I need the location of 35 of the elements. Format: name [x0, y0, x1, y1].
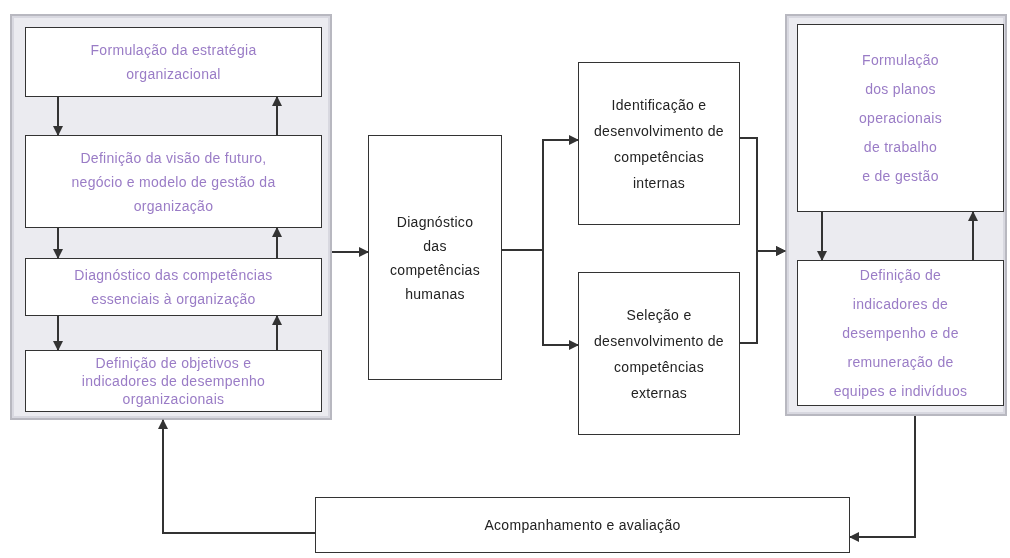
- group-panel: [10, 14, 332, 420]
- arrow: [817, 211, 827, 261]
- arrow: [501, 249, 579, 350]
- arrow: [158, 419, 316, 534]
- process-box: [578, 62, 740, 225]
- arrow: [272, 315, 282, 351]
- process-box: [368, 135, 502, 380]
- arrow: [968, 211, 978, 261]
- box-label: Formulação da estratégia organizacional: [89, 41, 258, 84]
- box-label: Formulação dos planos operacionais de trabalho e de gestão: [858, 50, 943, 186]
- process-box: [315, 497, 850, 553]
- process-box: [578, 272, 740, 435]
- box-label: Acompanhamento e avaliação: [484, 516, 681, 535]
- process-box: [25, 258, 322, 316]
- process-box: [25, 135, 322, 228]
- arrow: [272, 96, 282, 136]
- box-label: Diagnóstico das competências humanas: [390, 212, 480, 304]
- arrow: [272, 227, 282, 259]
- arrow: [53, 96, 63, 136]
- arrow: [331, 247, 369, 257]
- group-panel: [785, 14, 1007, 416]
- process-box: [797, 24, 1004, 212]
- box-label: Definição de indicadores de desempenho e de remuneração de equipes e indivíduos: [832, 265, 969, 401]
- arrow: [53, 227, 63, 259]
- arrow: [739, 246, 786, 344]
- process-box: [25, 27, 322, 97]
- arrow: [849, 415, 916, 542]
- box-label: Definição da visão de futuro, negócio e modelo de gestão da organização: [70, 148, 277, 216]
- process-box: [25, 350, 322, 412]
- box-label: Identificação e desenvolvimento de competências internas: [593, 95, 725, 193]
- box-label: Diagnóstico das competências essenciais à organização: [73, 266, 274, 309]
- box-label: Seleção e desenvolvimento de competências externas: [593, 305, 725, 403]
- process-box: [797, 260, 1004, 406]
- box-label: Definição de objetivos e indicadores de desempenho organizacionais: [80, 354, 267, 408]
- arrow: [53, 315, 63, 351]
